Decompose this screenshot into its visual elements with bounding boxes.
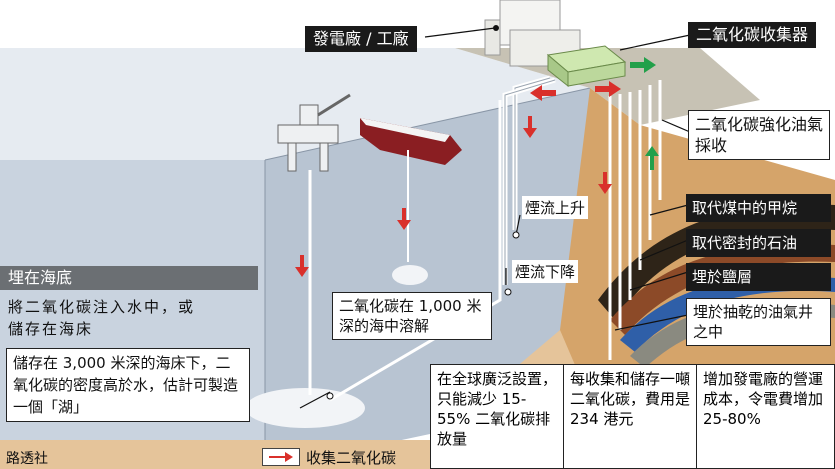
green-arrows: [630, 57, 659, 170]
info-col-2: 每收集和儲存一噸二氧化碳，費用是 234 港元: [564, 365, 697, 468]
depleted-label: 埋於抽乾的油氣井之中: [686, 298, 831, 346]
smoke-up-label: 煙流上升: [522, 196, 589, 219]
ship: [360, 118, 462, 285]
credit: 路透社: [6, 451, 48, 467]
legend: 收集二氧化碳: [262, 446, 396, 468]
eor-label: 二氧化碳強化油氣採收: [688, 110, 830, 160]
info-col-1: 在全球廣泛設置，只能減少 15-55% 二氧化碳排放量: [431, 365, 564, 468]
pipe-seabed: [329, 100, 502, 402]
leader-lines: [299, 27, 691, 409]
dissolve-label: 二氧化碳在 1,000 米深的海中溶解: [332, 292, 492, 340]
oil-platform: [277, 93, 351, 395]
legend-arrow-icon: [262, 448, 300, 466]
seabed-lake-label: 儲存在 3,000 米深的海床下，二氧化碳的密度高於水，估計可製造一個「湖」: [6, 348, 250, 422]
sea-top-surface: [0, 48, 590, 160]
smoke-down-label: 煙流下降: [512, 260, 579, 283]
plant-label: 發電廠 / 工廠: [305, 26, 417, 52]
coal-label: 取代煤中的甲烷: [686, 194, 831, 222]
salt-label: 埋於鹽層: [686, 263, 831, 291]
seabed-title: 埋在海底: [0, 266, 258, 290]
info-col-3: 增加發電廠的營運成本，令電費增加 25-80%: [703, 370, 824, 428]
oil-label: 取代密封的石油: [686, 229, 831, 257]
seabed-text: 將二氧化碳注入水中，或儲存在海床: [8, 298, 196, 338]
info-table: 在全球廣泛設置，只能減少 15-55% 二氧化碳排放量 每收集和儲存一噸二氧化碳…: [430, 364, 835, 469]
red-arrows: [295, 81, 621, 277]
co2-lake: [245, 388, 365, 428]
collector-label: 二氧化碳收集器: [688, 22, 817, 48]
legend-text: 收集二氧化碳: [306, 448, 397, 467]
